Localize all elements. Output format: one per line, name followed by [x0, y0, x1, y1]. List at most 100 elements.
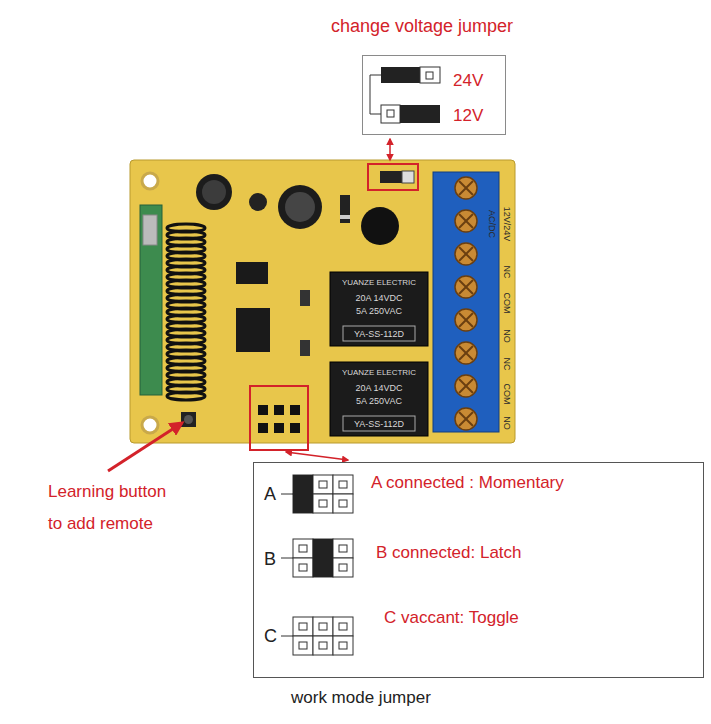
pin	[319, 623, 327, 630]
pin	[339, 564, 347, 571]
header-pin	[290, 405, 300, 415]
terminal-label: NC	[502, 266, 511, 279]
buzzer	[361, 207, 399, 245]
pin-cell	[420, 67, 440, 83]
leader-arrow	[286, 452, 348, 460]
pin-cell	[293, 636, 313, 655]
terminal-screw	[455, 243, 477, 265]
relay-marking: 5A 250VAC	[356, 397, 402, 406]
pin	[319, 500, 327, 507]
terminal-screw	[455, 177, 477, 199]
header-pin	[290, 423, 300, 433]
header-pin	[258, 405, 268, 415]
jumper-cap	[293, 475, 313, 513]
pin	[299, 545, 307, 552]
mounting-hole	[142, 417, 158, 433]
pin	[426, 72, 433, 79]
screw-slot	[459, 214, 473, 228]
pin	[339, 500, 347, 507]
pin	[339, 545, 347, 552]
pin	[319, 481, 327, 488]
terminal-screw	[455, 210, 477, 232]
screw-slot	[459, 346, 473, 360]
capacitor	[278, 185, 322, 229]
terminal-label: NC	[502, 358, 511, 371]
jumper-inset: change voltage jumper24V12V	[362, 55, 506, 135]
mode-letter: B	[264, 549, 276, 569]
terminal-screw	[455, 408, 477, 430]
mode-description: B connected: Latch	[376, 543, 522, 563]
diode	[340, 195, 350, 223]
pin-cell	[293, 539, 313, 558]
jumper-cap	[400, 105, 440, 123]
terminal-block	[433, 172, 499, 432]
screw-slot	[459, 379, 473, 393]
jumper-icons	[362, 55, 506, 135]
jumper-cap	[381, 67, 420, 83]
capacitor-top	[285, 192, 315, 222]
terminal-label: NO	[502, 329, 511, 343]
mode-letter: A	[264, 484, 276, 504]
board-jumper	[380, 171, 402, 183]
pin-cell	[333, 636, 353, 655]
leader-arrow	[108, 423, 182, 471]
pin	[299, 564, 307, 571]
pin	[339, 623, 347, 630]
screw-slot	[459, 412, 473, 426]
pin	[339, 642, 347, 649]
terminal-label: 12V/24V	[502, 207, 511, 242]
voltage-label: 24V	[453, 71, 483, 91]
pin	[299, 642, 307, 649]
callout-text: Learning button to add remote	[48, 476, 178, 540]
lead-line	[281, 636, 293, 637]
capacitor-top	[202, 180, 226, 204]
relay-marking: YUANZE ELECTRIC	[342, 279, 416, 287]
screw-slot	[459, 214, 473, 228]
header-pin	[258, 423, 268, 433]
terminal-label: COM	[502, 293, 511, 314]
bracket	[370, 75, 381, 114]
antenna-coil	[167, 392, 205, 400]
lead-line	[281, 558, 293, 559]
leader-arrow	[389, 139, 391, 160]
inset-heading: change voltage jumper	[331, 16, 513, 36]
highlight-box	[368, 164, 418, 190]
relay-marking: 5A 250VAC	[356, 307, 402, 316]
jumper-cap	[313, 539, 333, 577]
header-pin	[274, 405, 284, 415]
relay-marking: 20A 14VDC	[355, 384, 402, 393]
voltage-label: 12V	[453, 106, 483, 126]
board-pin	[402, 171, 414, 183]
learning-button	[181, 412, 196, 427]
smd-part	[300, 340, 310, 356]
terminal-screw	[455, 309, 477, 331]
terminal-label: NO	[502, 416, 511, 430]
relay	[330, 272, 428, 346]
pin	[319, 642, 327, 649]
relay-marking: 20A 14VDC	[355, 294, 402, 303]
relay-model-box	[343, 326, 415, 341]
screw-slot	[459, 280, 473, 294]
receiver-module	[140, 205, 162, 395]
inset-heading: work mode jumper	[291, 688, 431, 708]
lead-line	[281, 494, 293, 495]
relay	[330, 362, 428, 436]
mode-inset: AA connected : MomentaryBB connected: La…	[253, 462, 704, 678]
inductor	[249, 193, 267, 211]
screw-slot	[459, 313, 473, 327]
screw-slot	[459, 346, 473, 360]
screw-slot	[459, 181, 473, 195]
screw-slot	[459, 181, 473, 195]
relay-marking: YUANZE ELECTRIC	[342, 369, 416, 377]
screw-slot	[459, 412, 473, 426]
mounting-hole	[142, 173, 158, 189]
pin-cell	[333, 617, 353, 636]
mode-description: C vaccant: Toggle	[384, 608, 519, 628]
pin-cell	[381, 105, 400, 123]
screw-slot	[459, 247, 473, 261]
terminal-screw	[455, 375, 477, 397]
terminal-screw	[455, 276, 477, 298]
screw-slot	[459, 379, 473, 393]
pin-cell	[333, 475, 353, 494]
pin	[339, 481, 347, 488]
